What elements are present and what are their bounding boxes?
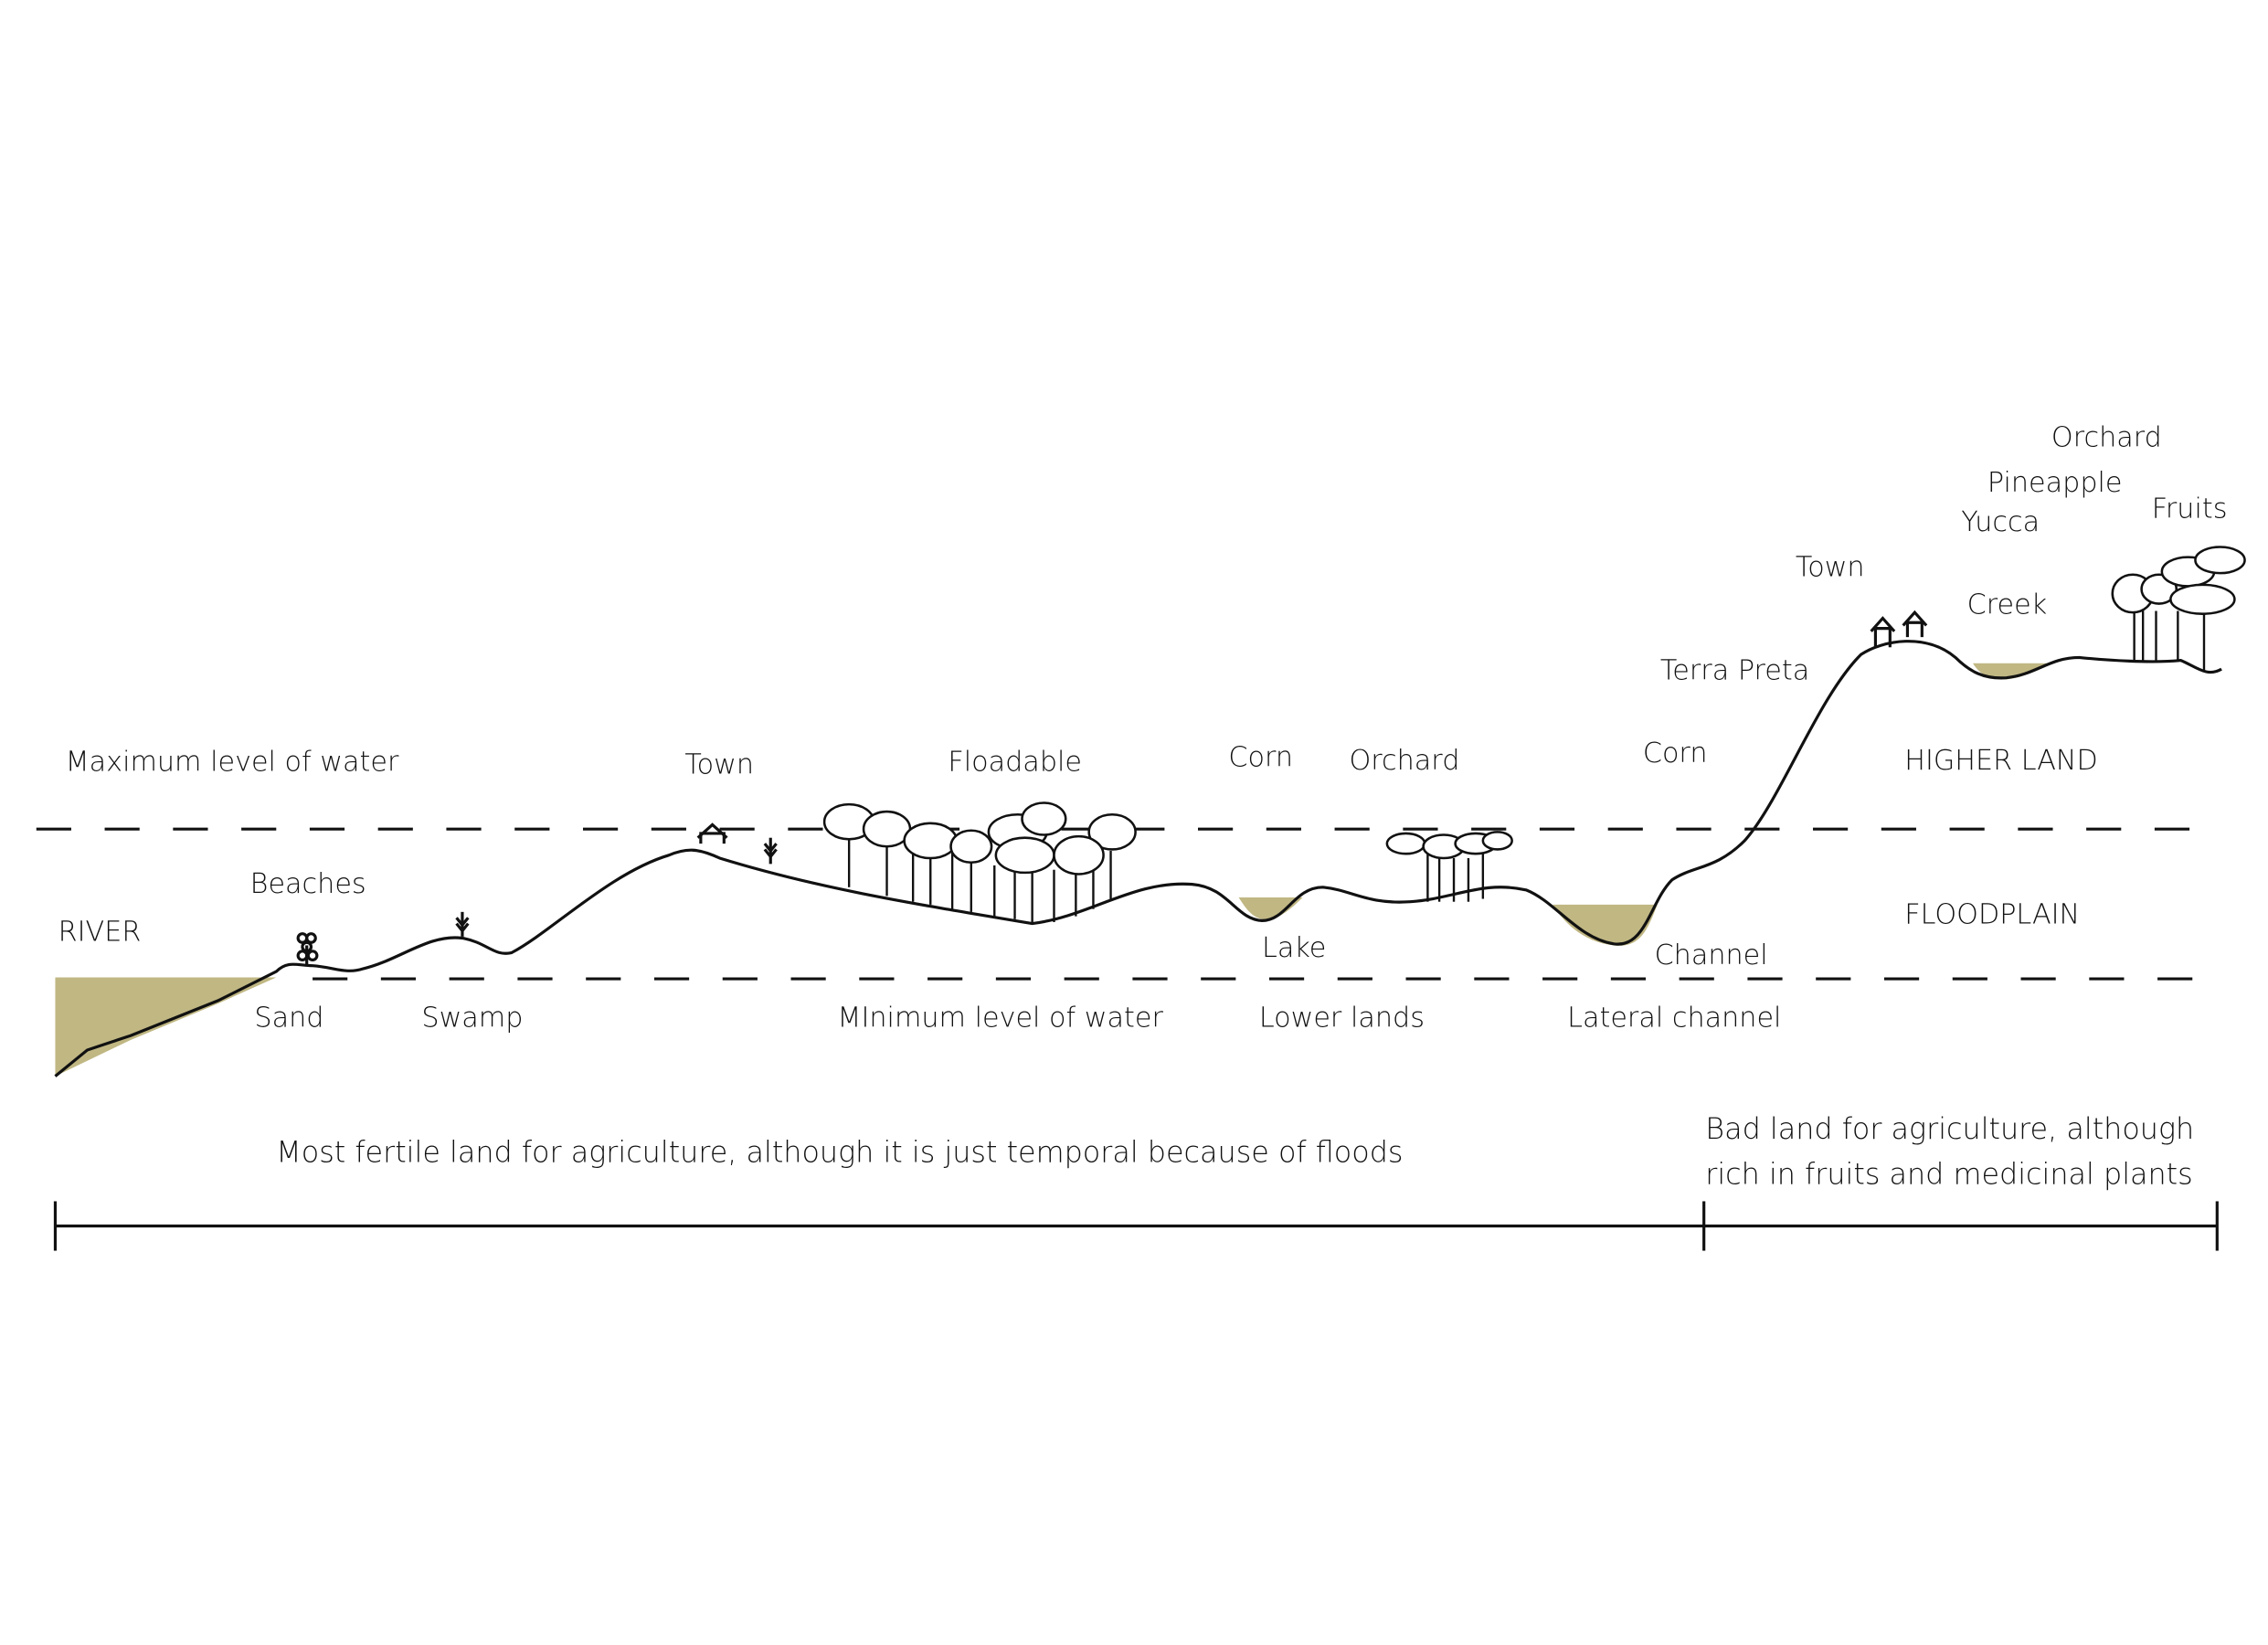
label-swamp: Swamp xyxy=(421,1003,523,1035)
house-icon xyxy=(1870,610,1928,648)
label-yucca: Yucca xyxy=(1961,506,2040,538)
label-floadable: Floadable xyxy=(948,747,1082,779)
floadable-trees xyxy=(822,801,1137,922)
fruit-trees-high xyxy=(2111,546,2246,673)
label-lower-lands: Lower lands xyxy=(1259,1003,1425,1035)
label-orchard-high: Orchard xyxy=(2051,422,2162,454)
caption-bad-line2: rich in fruits and medicinal plants xyxy=(1705,1156,2192,1191)
label-min-water: MInimum level of water xyxy=(837,1003,1163,1035)
label-pineapple: Pineapple xyxy=(1987,467,2123,499)
label-higher-land: HIGHER LAND xyxy=(1904,745,2098,777)
caption-bad-line1: Bad land for agriculture, although xyxy=(1705,1111,2194,1146)
caption-fertile: Most fertile land for agriculture, altho… xyxy=(276,1135,1403,1170)
label-river: RIVER xyxy=(58,917,142,949)
label-channel: Channel xyxy=(1655,939,1768,971)
terrain-profile xyxy=(54,640,2222,1077)
label-lake: Lake xyxy=(1262,932,1326,964)
house-icon xyxy=(696,822,728,844)
label-fruits: Fruits xyxy=(2152,494,2228,525)
orchard-trees-low xyxy=(1385,831,1513,902)
plant-icon xyxy=(763,837,778,865)
label-corn-low: Corn xyxy=(1228,742,1293,774)
creek-water xyxy=(1973,663,2051,680)
label-corn-high: Corn xyxy=(1643,738,1708,769)
label-town-low: Town xyxy=(684,749,754,781)
channel-water xyxy=(1553,904,1658,946)
label-terra-preta: Terra Preta xyxy=(1660,654,1809,686)
lake-water xyxy=(1238,897,1303,920)
river-water xyxy=(55,977,277,1077)
label-orchard-low: Orchard xyxy=(1349,745,1459,777)
swamp-plant-icon xyxy=(455,911,470,937)
label-sand: Sand xyxy=(254,1003,323,1035)
label-floodplain: FLOODPLAIN xyxy=(1904,899,2080,931)
beach-plant-icon xyxy=(296,932,319,966)
label-town-high: Town xyxy=(1796,551,1865,583)
label-beaches: Beaches xyxy=(250,868,366,900)
label-max-water: Maximum level of water xyxy=(66,747,399,779)
label-lateral-channel: Lateral channel xyxy=(1567,1003,1781,1035)
label-creek: Creek xyxy=(1967,589,2048,621)
